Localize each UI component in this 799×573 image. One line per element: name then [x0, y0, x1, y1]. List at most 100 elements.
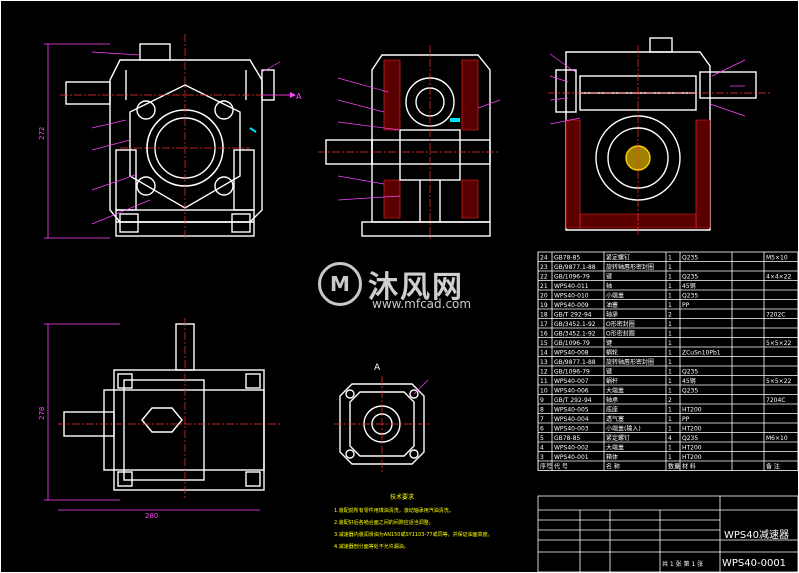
bom-cell-no: 19	[540, 302, 548, 309]
side-section-hatch	[565, 119, 711, 229]
watermark-text: 沐风网	[368, 270, 464, 305]
bom-cell-no: 15	[540, 340, 548, 347]
bom-cell-name: 轴	[606, 282, 612, 290]
watermark-logo-icon: M	[318, 262, 362, 306]
bom-cell-name: 大端盖	[606, 386, 624, 394]
bom-cell-material: 45钢	[682, 377, 696, 385]
bom-cell-note: 7202C	[766, 311, 785, 318]
bom-cell-code: WPS40-005	[554, 406, 589, 413]
section-arrow-a: A	[296, 92, 302, 101]
bom-cell-no: 21	[540, 283, 548, 290]
bom-cell-qty: 1	[668, 264, 672, 271]
bom-cell-code: GB/1096-79	[554, 340, 590, 347]
bom-cell-note: 7204C	[766, 397, 785, 404]
tech-note-3: 3.减速器内装润滑油为AN150或SY1103-77或同等，并保证油面高度。	[334, 531, 493, 538]
bom-cell-no: 4	[540, 444, 544, 451]
front-height-value: 272	[38, 127, 46, 140]
bom-cell-qty: 1	[668, 340, 672, 347]
bom-cell-code: WPS40-006	[554, 387, 589, 394]
section-view	[318, 45, 501, 240]
bom-cell-name: 键	[606, 339, 612, 347]
bom-cell-note: 5×5×22	[766, 378, 792, 385]
bom-cell-name: 键	[606, 272, 612, 280]
bom-cell-name: 小端盖	[606, 291, 624, 299]
bom-cell-name: 旋转轴唇形密封圈	[606, 358, 654, 366]
tech-note-4: 4.减速器剖分面等处不允许漏油。	[334, 543, 409, 550]
bom-cell-material: Q235	[682, 273, 698, 280]
bom-cell-no: 11	[540, 378, 548, 385]
bom-cell-name: 紧定螺钉	[606, 434, 630, 442]
bom-cell-no: 9	[540, 397, 544, 404]
watermark-url: www.mfcad.com	[372, 297, 472, 311]
bom-cell-code: GB/T 292-94	[554, 397, 592, 404]
bom-cell-qty: 1	[668, 406, 672, 413]
bom-cell-name: 蜗轮	[606, 348, 618, 356]
front-view: 272 A	[38, 34, 302, 240]
bom-cell-code: GB/T 292-94	[554, 311, 592, 318]
top-view: 278 280	[38, 318, 280, 520]
bom-cell-code: GB/9877.1-88	[554, 264, 596, 271]
bom-cell-material: Q235	[682, 435, 698, 442]
bom-cell-name: 键	[606, 367, 612, 375]
bom-cell-name: 紧定螺钉	[606, 253, 630, 261]
bom-cell-name: 箱体	[606, 453, 618, 461]
section-hatch	[383, 59, 479, 219]
bom-cell-material: PP	[682, 302, 690, 309]
bom-cell-name: 旋转轴唇形密封圈	[606, 263, 654, 271]
bom-cell-qty: 1	[668, 378, 672, 385]
bom-cell-code: 代 号	[554, 462, 568, 470]
bom-cell-material: Q235	[682, 254, 698, 261]
bom-cell-qty: 1	[668, 444, 672, 451]
bom-cell-no: 13	[540, 359, 548, 366]
bom-cell-material: HT200	[682, 406, 702, 413]
bom-cell-no: 序号	[540, 462, 552, 470]
bom-cell-no: 17	[540, 321, 548, 328]
bom-cell-no: 14	[540, 349, 548, 356]
bom-cell-code: GB/1096-79	[554, 368, 590, 375]
bom-cell-name: O形密封圈	[606, 320, 635, 328]
bom-cell-material: Q235	[682, 387, 698, 394]
watermark: M 沐风网	[318, 262, 464, 306]
drawing-number: WPS40-0001	[722, 558, 786, 569]
bom-cell-code: WPS40-010	[554, 292, 589, 299]
tech-notes-title: 技术要求	[390, 493, 414, 501]
bom-cell-no: 3	[540, 454, 544, 461]
tech-note-2: 2.装配好后各啮合面之间的间隙应适当调整。	[334, 519, 434, 526]
bom-cell-material: 材 料	[682, 462, 696, 470]
bom-cell-qty: 1	[668, 349, 672, 356]
bom-cell-name: 透气塞	[606, 415, 624, 423]
bom-cell-qty: 1	[668, 330, 672, 337]
view-a: A	[334, 363, 430, 472]
bom-cell-material: ZCuSn10Pb1	[682, 349, 721, 356]
bom-cell-qty: 1	[668, 387, 672, 394]
bom-cell-note: M5×10	[766, 254, 788, 261]
bom-cell-no: 16	[540, 330, 548, 337]
bom-cell-qty: 1	[668, 254, 672, 261]
bom-cell-qty: 1	[668, 302, 672, 309]
top-height-value: 278	[38, 407, 46, 420]
tech-notes: 技术要求 1.装配前所有零件用煤油清洗，滚动轴承用汽油清洗。 2.装配好后各啮合…	[334, 493, 493, 550]
bom-cell-qty: 1	[668, 321, 672, 328]
bom-cell-qty: 2	[668, 311, 672, 318]
bom-cell-name: 油塞	[606, 301, 618, 309]
bom-cell-material: HT200	[682, 454, 702, 461]
bom-cell-qty: 1	[668, 283, 672, 290]
top-width-value: 280	[145, 512, 158, 520]
bom-cell-qty: 1	[668, 454, 672, 461]
bom-cell-name: 蜗杆	[606, 377, 618, 385]
bom-cell-code: WPS40-002	[554, 444, 589, 451]
bom-cell-material: 45钢	[682, 282, 696, 290]
bom-cell-qty: 1	[668, 416, 672, 423]
bom-cell-qty: 4	[668, 435, 672, 442]
bom-cell-code: WPS40-008	[554, 349, 589, 356]
bom-cell-no: 6	[540, 425, 544, 432]
bom-cell-code: GB/3452.1-92	[554, 321, 596, 328]
bom-cell-name: 轴承	[606, 310, 618, 318]
bom-cell-code: GB/9877.1-88	[554, 359, 596, 366]
bom-cell-name: 大端盖	[606, 443, 624, 451]
sheet-info: 共 1 张 第 1 张	[662, 560, 703, 568]
bom-cell-name: 名 称	[606, 462, 620, 470]
bom-cell-code: WPS40-003	[554, 425, 589, 432]
bom-cell-material: HT200	[682, 444, 702, 451]
bom-cell-material: Q235	[682, 368, 698, 375]
